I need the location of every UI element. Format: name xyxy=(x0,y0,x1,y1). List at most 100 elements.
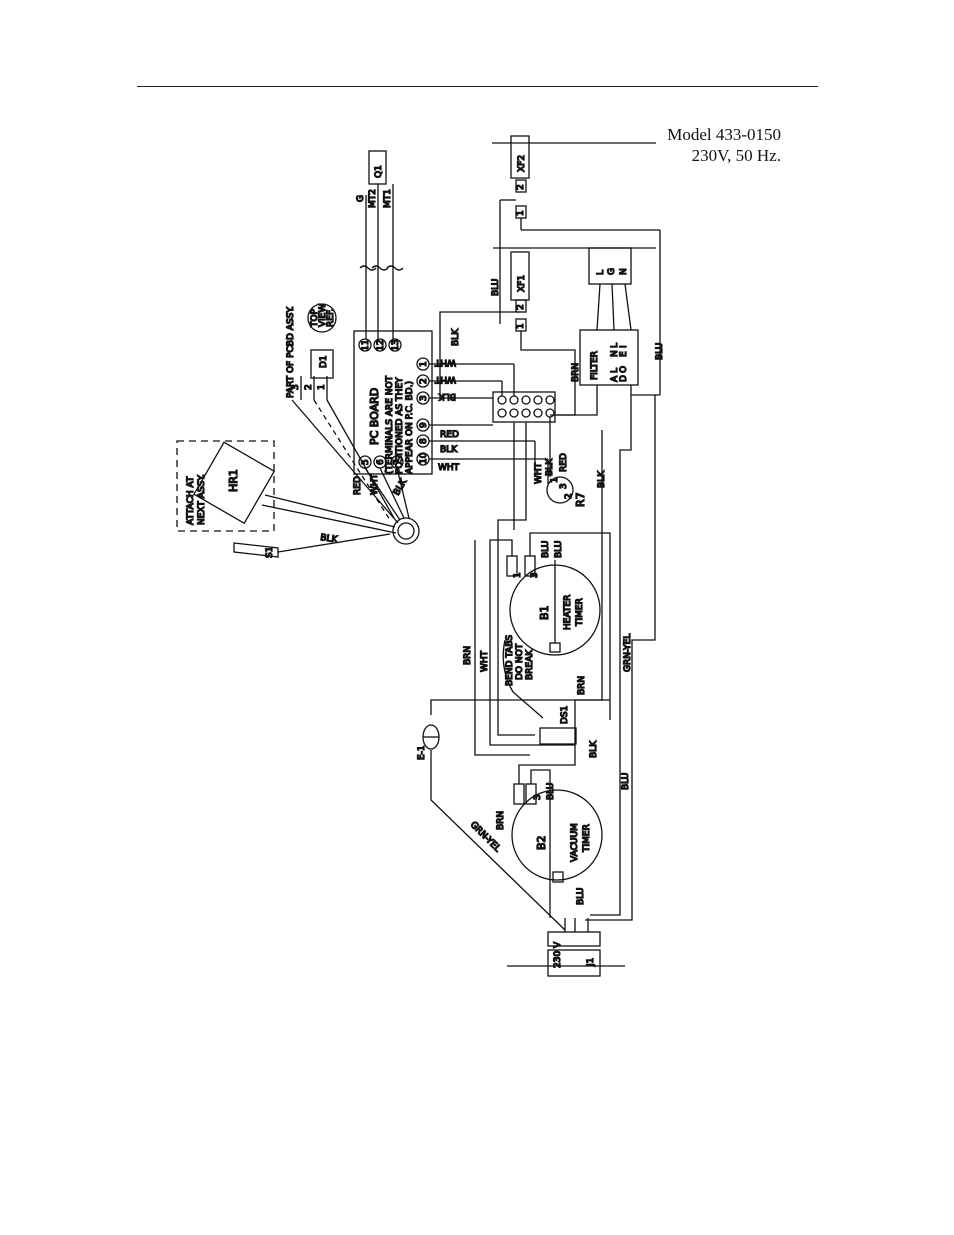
xf1-label: XF1 xyxy=(517,275,527,292)
d1-pin3-label: 3 xyxy=(291,384,301,390)
wire-filter-l xyxy=(596,283,601,331)
term-6: 6 xyxy=(376,459,386,465)
wire-e1-grn-yel xyxy=(430,750,566,931)
model-caption: Model 433-0150 230V, 50 Hz. xyxy=(667,124,781,166)
b2-tab xyxy=(552,871,564,883)
xf1-pin1: 1 xyxy=(516,323,526,329)
b1-label: B1 xyxy=(538,605,551,620)
r7-body xyxy=(546,476,574,504)
wht-label-10: WHT xyxy=(438,463,460,473)
brn-label-filter: BRN xyxy=(571,363,581,382)
wht-label-b1: WHT xyxy=(480,650,490,672)
attach-label: ATTACH AT xyxy=(186,476,196,525)
top-view-1: TOP xyxy=(310,308,320,328)
wht-label-r7: WHT xyxy=(534,462,544,484)
v230-label: 230 V xyxy=(553,941,563,968)
attach-label-2: NEXT ASSY. xyxy=(197,474,207,525)
r7-pin2: 2 xyxy=(564,493,574,499)
term-5: 5 xyxy=(361,459,371,465)
header-rule xyxy=(137,86,818,87)
term-7: 7 xyxy=(393,459,403,465)
blu-label-b2: BLU xyxy=(546,783,556,800)
grn-yel-label: GRN-YEL xyxy=(623,634,633,672)
wire-b1-blu xyxy=(529,532,611,720)
lead-t5 xyxy=(364,467,401,521)
s1-probe xyxy=(233,542,279,558)
b1-name-2: TIMER xyxy=(575,598,585,627)
d1-note: PART OF PCBD ASSY. xyxy=(286,306,296,398)
r7-label: R7 xyxy=(574,492,587,507)
term-9: 9 xyxy=(419,422,429,428)
filter-body xyxy=(579,329,639,386)
pc-note-3: APPEAR ON P.C. BD.) xyxy=(405,381,415,474)
d1-lead-2 xyxy=(313,399,391,521)
j1-label: J1 xyxy=(586,958,596,967)
wht-label-2: WHT xyxy=(434,374,456,384)
top-view-2: VIEW xyxy=(318,304,328,327)
grommet-inner xyxy=(397,522,415,540)
bend-tabs-2: DO NOT xyxy=(515,643,525,680)
red-label-8: RED xyxy=(440,430,459,440)
term-12: 12 xyxy=(376,340,386,351)
ds1-body xyxy=(539,727,577,745)
blk-label-lower: BLK xyxy=(589,740,599,758)
wire-filter-g xyxy=(611,283,615,331)
s1-lead xyxy=(277,533,391,553)
top-view-ref xyxy=(307,303,337,333)
pc-board-label: PC BOARD xyxy=(368,388,381,445)
g-label: G xyxy=(356,195,366,202)
b2-name-1: VACUUM xyxy=(570,823,580,862)
b2-term-1 xyxy=(513,783,525,805)
b1-name-1: HEATER xyxy=(563,595,573,630)
model-number: Model 433-0150 xyxy=(667,125,781,144)
blk-label-main: BLK xyxy=(597,470,607,488)
blk-label-9: BLK xyxy=(440,445,458,455)
b2-label: B2 xyxy=(535,835,548,850)
hr1-heater-block xyxy=(193,441,276,525)
wht-label-1: WHT xyxy=(434,357,456,367)
wire-blu-main xyxy=(585,395,656,921)
brn-label-b1: BRN xyxy=(463,646,473,665)
wire-xf1-blk xyxy=(439,311,521,398)
wire-filter-load xyxy=(556,400,598,416)
d1-pin1-label: 1 xyxy=(317,384,327,390)
filter-out-a: A xyxy=(610,375,620,382)
j1-plate xyxy=(547,931,601,947)
wire-brn-ds1 xyxy=(474,540,530,756)
wire-e1-top xyxy=(430,699,610,715)
wire-b1-brn xyxy=(489,539,540,746)
xf2-body xyxy=(510,135,530,179)
wire-grn-yel xyxy=(590,400,632,916)
blu-label-b1a: BLU xyxy=(541,541,551,558)
s1-label: S1 xyxy=(265,547,275,558)
blk-label-t7: BLK xyxy=(392,477,410,498)
wire-b2-blu xyxy=(530,769,551,918)
brn-label-ds1: BRN xyxy=(577,676,587,695)
wire-filter-n xyxy=(624,283,632,331)
wire-blk-main xyxy=(540,430,603,746)
pc-terminals-mid xyxy=(416,357,430,448)
b2-name-2: TIMER xyxy=(582,824,592,853)
filter-label: FILTER xyxy=(590,351,600,380)
bend-tabs-3: BREAK xyxy=(525,649,535,680)
term-2: 2 xyxy=(419,378,429,384)
xf1-pin2: 2 xyxy=(516,304,526,310)
blu-label-b1b: BLU xyxy=(554,541,564,558)
blu-label-b2-low: BLU xyxy=(576,888,586,905)
d1-body xyxy=(310,349,334,379)
pc-terminals-top xyxy=(358,338,402,352)
xf2-label: XF2 xyxy=(517,155,527,172)
filter-out-o: O xyxy=(619,366,629,373)
q1-label: Q1 xyxy=(374,165,384,178)
xf2-cap xyxy=(515,179,527,193)
bend-tabs-bracket xyxy=(502,639,544,719)
wire-b2-brn xyxy=(518,745,576,784)
filter-line-connector xyxy=(588,247,632,285)
grommet xyxy=(392,517,420,545)
filter-pin-g: G xyxy=(607,268,617,275)
pc-note-2: POSITIONED AS THEY xyxy=(395,377,405,474)
xf2-pin1: 1 xyxy=(516,210,526,216)
blk-label-r7: BLK xyxy=(545,458,555,476)
wire-break-marks xyxy=(359,265,404,271)
